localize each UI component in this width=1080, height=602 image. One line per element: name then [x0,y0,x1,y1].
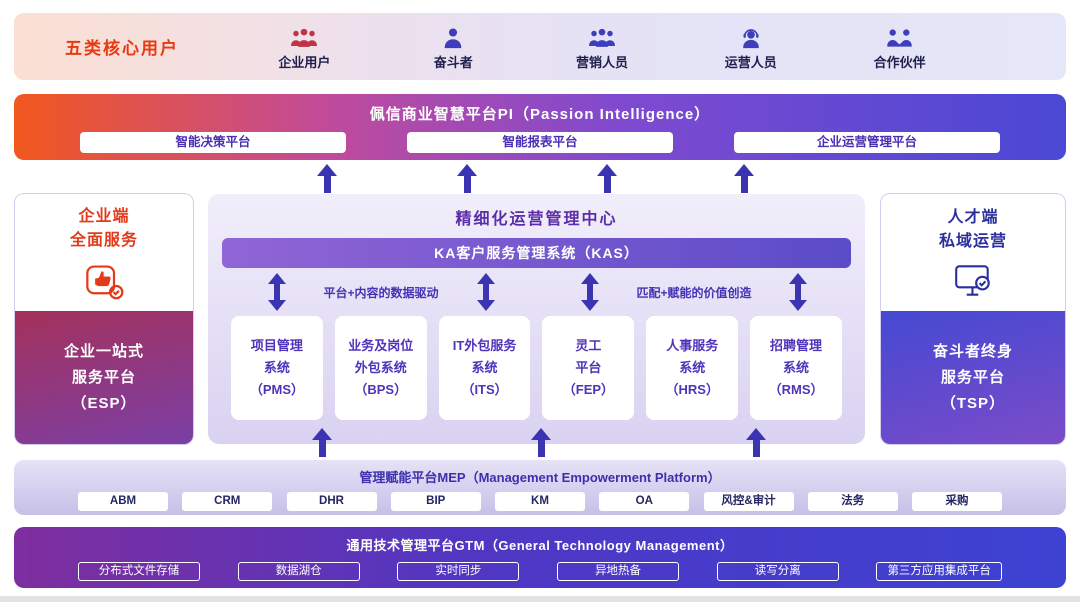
gtm-module-pill: 读写分离 [716,562,839,581]
pi-platform-pill: 智能决策平台 [80,132,346,153]
gtm-band: 通用技术管理平台GTM（General Technology Managemen… [14,527,1066,588]
gtm-module-list: 分布式文件存储 数据湖仓 实时同步 异地热备 读写分离 第三方应用集成平台 [14,554,1066,581]
user-label: 营销人员 [575,54,628,70]
pi-platform-pill: 企业运营管理平台 [734,132,1000,153]
up-arrow [457,164,477,193]
user-item-marketing: 营销人员 [528,23,677,71]
esp-platform-title: 企业一站式 服务平台 （ESP） [15,311,193,444]
esp-service-title: 企业端 全面服务 [69,208,138,249]
gtm-module-pill: 实时同步 [397,562,520,581]
user-item-striver: 奋斗者 [379,23,528,71]
up-arrow [317,164,337,193]
gtm-module-pill: 异地热备 [557,562,680,581]
tsp-panel-top: 人才端 私域运营 [881,194,1065,311]
headset-person-icon [739,23,763,49]
pi-platform-band: 佩信商业智慧平台PI（Passion Intelligence） 智能决策平台 … [14,94,1066,160]
core-users-band: 五类核心用户 企业用户 奋斗者 营销人员 [14,13,1066,80]
user-label: 合作伙伴 [873,54,926,70]
user-label: 企业用户 [278,54,331,70]
operations-center-panel: 精细化运营管理中心 KA客户服务管理系统（KAS） 平台+内容的数据驱动 匹配+… [207,193,866,445]
double-arrow [789,273,807,311]
double-arrow [477,273,495,311]
gtm-title: 通用技术管理平台GTM（General Technology Managemen… [346,538,734,553]
up-arrow [734,164,754,193]
gtm-module-pill: 第三方应用集成平台 [876,562,1002,581]
caption-value-creation: 匹配+赋能的价值创造 [636,286,752,300]
mep-module-pill: 法务 [807,492,898,511]
kas-caption-row: 平台+内容的数据驱动 匹配+赋能的价值创造 [208,268,865,316]
mep-module-pill: CRM [182,492,273,511]
esp-panel: 企业端 全面服务 企业一站式 服务平台 （ESP） [14,193,194,445]
people-group-icon [288,23,320,49]
caption-data-driven: 平台+内容的数据驱动 [323,286,439,300]
up-arrow [531,428,551,457]
tsp-platform-title: 奋斗者终身 服务平台 （TSP） [881,311,1065,444]
core-users-list: 企业用户 奋斗者 营销人员 运营人员 [230,23,974,71]
gtm-module-pill: 分布式文件存储 [78,562,200,581]
person-icon [442,23,464,49]
system-card-its: IT外包服务 系统 （ITS） [438,316,531,420]
user-label: 运营人员 [724,54,777,70]
mep-module-list: ABM CRM DHR BIP KM OA 风控&审计 法务 采购 [14,486,1066,511]
kas-system-bar: KA客户服务管理系统（KAS） [222,238,851,268]
user-label: 奋斗者 [433,54,473,70]
bottom-divider [0,596,1080,602]
mep-title: 管理赋能平台MEP（Management Empowerment Platfor… [359,470,721,485]
user-item-operations: 运营人员 [676,23,825,71]
mep-module-pill: 风控&审计 [703,492,794,511]
system-card-bps: 业务及岗位 外包系统 （BPS） [334,316,427,420]
thumbs-up-icon [84,261,124,306]
esp-panel-top: 企业端 全面服务 [15,194,193,311]
tsp-panel: 人才端 私域运营 奋斗者终身 服务平台 （TSP） [880,193,1066,445]
pi-platform-list: 智能决策平台 智能报表平台 企业运营管理平台 [14,132,1066,153]
mep-module-pill: OA [599,492,690,511]
system-card-rms: 招聘管理 系统 （RMS） [750,316,842,420]
user-item-enterprise: 企业用户 [230,23,379,71]
people-group-icon [586,23,618,49]
core-users-title: 五类核心用户 [65,39,179,58]
mep-band: 管理赋能平台MEP（Management Empowerment Platfor… [14,460,1066,515]
user-item-partners: 合作伙伴 [825,23,974,71]
mep-module-pill: 采购 [912,492,1002,511]
up-arrow [312,428,332,457]
up-arrow [746,428,766,457]
mep-module-pill: DHR [286,492,377,511]
mep-module-pill: ABM [78,492,168,511]
system-card-fep: 灵工 平台 （FEP） [542,316,635,420]
pi-platform-pill: 智能报表平台 [407,132,673,153]
monitor-check-icon [952,262,994,305]
double-arrow [581,273,599,311]
system-card-hrs: 人事服务 系统 （HRS） [646,316,739,420]
tsp-service-title: 人才端 私域运营 [938,209,1007,250]
double-arrow [268,273,286,311]
mep-module-pill: BIP [390,492,481,511]
mep-module-pill: KM [495,492,585,511]
gtm-module-pill: 数据湖仓 [237,562,360,581]
operations-center-title: 精细化运营管理中心 [455,211,618,228]
up-arrow [597,164,617,193]
pi-platform-title: 佩信商业智慧平台PI（Passion Intelligence） [369,106,711,123]
system-cards-row: 项目管理 系统 （PMS） 业务及岗位 外包系统 （BPS） IT外包服务 系统… [208,316,865,420]
system-card-pms: 项目管理 系统 （PMS） [231,316,323,420]
partners-handshake-icon [885,23,914,49]
